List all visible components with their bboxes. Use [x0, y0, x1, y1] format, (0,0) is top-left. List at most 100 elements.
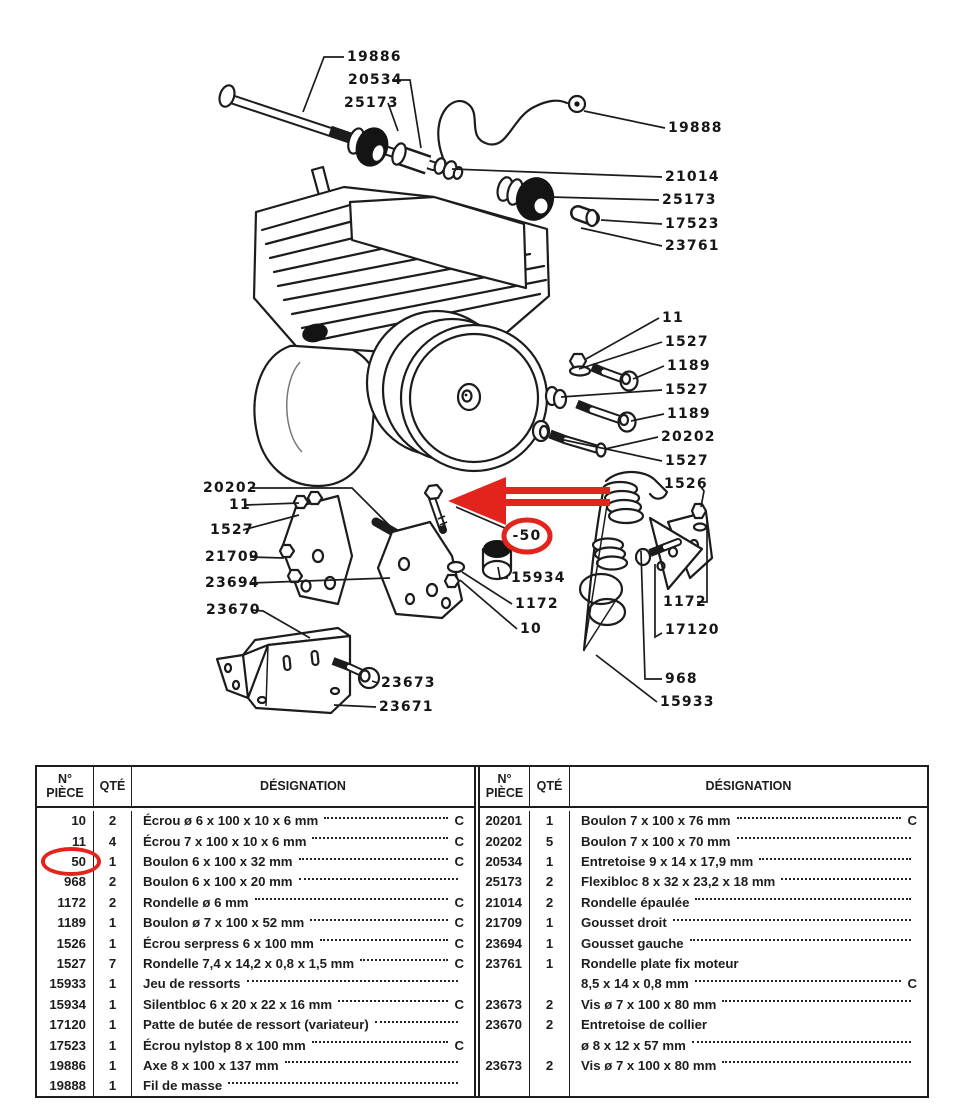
designation-cell: Rondelle plate fix moteur	[581, 955, 739, 971]
leader-line	[497, 566, 508, 579]
part-label: 20202	[203, 480, 258, 496]
designation-cell: Gousset gauche	[570, 933, 927, 953]
leader-line	[250, 487, 394, 530]
table-header: N° PIÈCE QTÉ DÉSIGNATION	[37, 767, 474, 808]
piece-cell: 20201	[480, 810, 530, 831]
piece-cell: 25173	[480, 871, 530, 893]
leader-line	[560, 389, 663, 398]
piece-cell: 17120	[37, 1014, 94, 1035]
part-label: 10	[520, 621, 542, 637]
designation-cell: Gousset droit	[570, 912, 927, 932]
part-label: 1172	[663, 594, 707, 610]
part-label: -50	[513, 528, 542, 544]
piece-cell	[480, 973, 530, 995]
part-label: 17120	[665, 622, 720, 638]
table-row	[480, 1075, 927, 1096]
designation-cell: ø 8 x 12 x 57 mm	[570, 1035, 927, 1055]
part-label: 15934	[511, 570, 566, 586]
piece-cell: 15934	[37, 994, 94, 1015]
flexibloc-bushing	[496, 176, 555, 221]
qty-cell: 2	[530, 871, 570, 893]
leader-line	[371, 680, 379, 684]
designation-cell: Vis ø 7 x 100 x 80 mm	[570, 1055, 927, 1075]
piece-cell: 23670	[480, 1014, 530, 1035]
leader-line	[600, 219, 663, 225]
leader-line	[632, 365, 665, 380]
piece-cell	[480, 1034, 530, 1056]
leader-line	[550, 196, 660, 201]
gusset-brackets	[278, 490, 466, 620]
piece-cell: 1172	[37, 892, 94, 913]
piece-cell: 23673	[480, 994, 530, 1015]
engine-crankcase	[253, 342, 378, 488]
piece-cell: 21709	[480, 912, 530, 933]
leader-line	[654, 564, 663, 639]
qty-cell: 2	[94, 871, 132, 893]
piece-cell: 19886	[37, 1055, 94, 1076]
part-label: 1189	[667, 358, 711, 374]
leader-line	[387, 102, 399, 132]
part-label: 1527	[665, 334, 709, 350]
table-row: ø 8 x 12 x 57 mm	[480, 1034, 927, 1056]
piece-cell: 20534	[480, 851, 530, 872]
qty-cell: 2	[530, 1014, 570, 1035]
part-label: 21014	[665, 169, 720, 185]
qty-cell: 5	[530, 830, 570, 852]
ground-wire	[437, 94, 587, 160]
qty-cell	[530, 1034, 570, 1056]
hardware-bolts	[531, 352, 639, 458]
leader-line	[630, 413, 665, 422]
part-label: 23761	[665, 238, 720, 254]
engine-logo-mark	[302, 323, 328, 343]
qty-cell: 1	[530, 953, 570, 974]
designation-cell: Patte de butée de ressort (variateur)	[132, 1014, 474, 1034]
leader-line	[585, 317, 660, 360]
piece-cell: 1527	[37, 953, 94, 974]
leader-line	[242, 514, 300, 531]
piece-cell: 23694	[480, 932, 530, 954]
part-label: 11	[662, 310, 684, 326]
designation-cell: Fil de masse	[132, 1076, 474, 1096]
axle-rod	[218, 84, 464, 180]
leader-line	[333, 704, 377, 708]
leader-line	[697, 517, 708, 603]
qty-cell: 4	[94, 830, 132, 852]
piece-cell: 1526	[37, 932, 94, 954]
qty-cell: 1	[94, 994, 132, 1015]
part-label: 11	[229, 497, 251, 513]
qty-cell: 2	[530, 892, 570, 913]
engine-drawing	[215, 84, 714, 715]
designation-cell: Axe 8 x 100 x 137 mm	[132, 1055, 474, 1075]
qty-cell: 1	[94, 912, 132, 933]
header-qty: QTÉ	[530, 767, 570, 806]
silentbloc	[481, 540, 513, 581]
leader-line	[451, 168, 663, 178]
qty-cell: 1	[94, 1075, 132, 1096]
leader-line	[604, 436, 659, 450]
piece-cell: 19888	[37, 1075, 94, 1096]
qty-cell: 1	[94, 1034, 132, 1056]
part-label: 23671	[379, 699, 434, 715]
piece-cell: 17523	[37, 1034, 94, 1056]
leader-line	[249, 556, 285, 559]
qty-cell	[530, 1075, 570, 1096]
leader-line	[461, 571, 513, 605]
designation-cell	[570, 1076, 927, 1096]
designation-cell: Boulon 7 x 100 x 70 mm	[570, 831, 927, 851]
qty-cell	[530, 973, 570, 995]
